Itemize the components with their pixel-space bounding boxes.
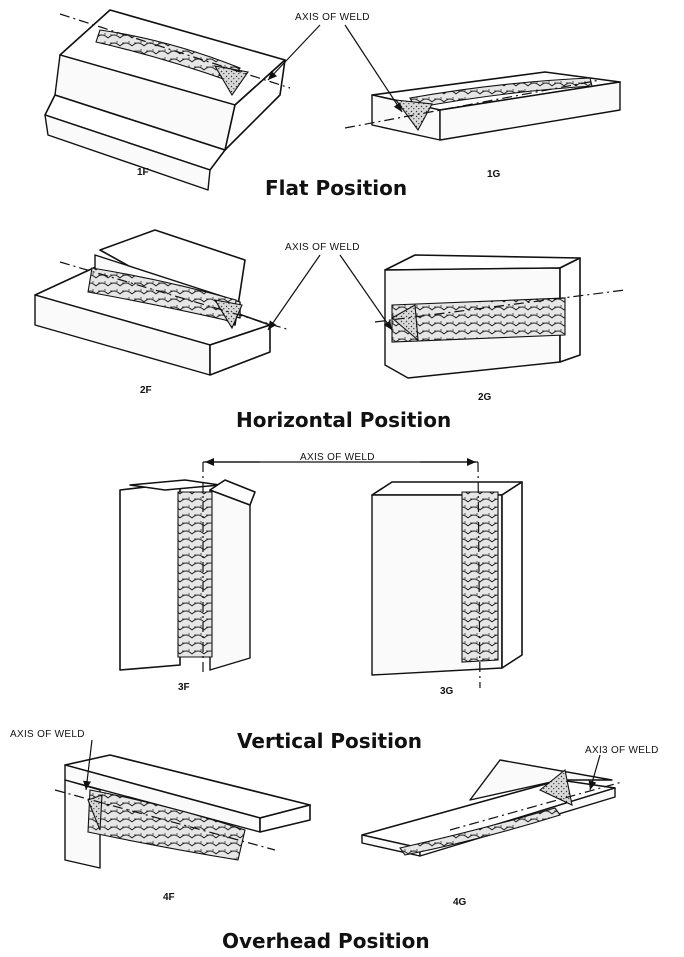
fig-2g-drawing	[374, 254, 626, 379]
axis-label-flat: AXIS OF WELD	[295, 12, 370, 23]
section-title-flat: Flat Position	[265, 176, 407, 200]
overhead-section: AXIS OF WELD AXI3 OF WELD 4F 4G Overhead…	[10, 729, 659, 953]
fig-label-2g: 2G	[478, 392, 492, 403]
axis-label-vertical: AXIS OF WELD	[300, 452, 375, 463]
fig-label-4f: 4F	[163, 892, 175, 903]
fig-4g-drawing	[361, 759, 623, 857]
vertical-section: AXIS OF WELD 3F 3G Vertical Position	[119, 452, 523, 753]
fig-label-3g: 3G	[440, 686, 454, 697]
axis-label-4g: AXI3 OF WELD	[585, 745, 659, 756]
flat-section: AXIS OF WELD 1F 1G Flat Position	[44, 9, 621, 200]
section-title-vertical: Vertical Position	[237, 729, 422, 753]
fig-label-4g: 4G	[453, 897, 467, 908]
fig-label-1g: 1G	[487, 169, 501, 180]
fig-3f-drawing	[119, 462, 256, 672]
fig-3g-drawing	[371, 461, 523, 689]
fig-1f-drawing	[44, 9, 291, 191]
section-title-overhead: Overhead Position	[222, 929, 430, 953]
fig-label-3f: 3F	[178, 682, 190, 693]
axis-label-4f: AXIS OF WELD	[10, 729, 85, 740]
section-title-horizontal: Horizontal Position	[236, 408, 451, 432]
horizontal-section: AXIS OF WELD 2F 2G Horizontal Position	[34, 229, 626, 432]
fig-2f-drawing	[34, 229, 291, 376]
fig-4f-drawing	[54, 754, 311, 869]
axis-label-horizontal: AXIS OF WELD	[285, 242, 360, 253]
fig-label-1f: 1F	[137, 167, 149, 178]
fig-label-2f: 2F	[140, 385, 152, 396]
fig-1g-drawing	[344, 71, 621, 141]
